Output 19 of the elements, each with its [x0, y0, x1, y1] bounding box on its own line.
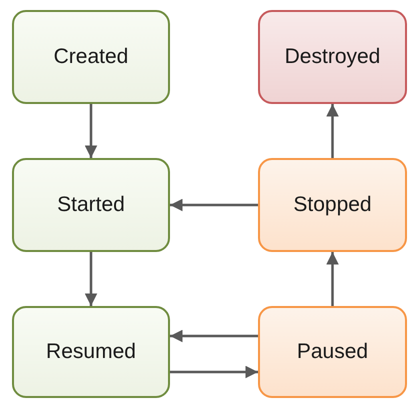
- state-label: Destroyed: [284, 44, 380, 70]
- state-box: [258, 158, 407, 252]
- arrow: [170, 330, 258, 342]
- state-box: [258, 10, 407, 104]
- arrow: [84, 104, 98, 158]
- state-label: Stopped: [293, 192, 372, 218]
- arrow: [170, 198, 258, 212]
- arrow: [326, 104, 339, 158]
- state-box: [258, 306, 407, 398]
- arrow: [326, 252, 339, 306]
- state-box: [12, 158, 170, 252]
- state-label: Created: [54, 44, 128, 70]
- state-label: Started: [57, 192, 125, 218]
- state-box: [12, 10, 170, 104]
- state-box: [12, 306, 170, 398]
- arrow: [84, 252, 98, 306]
- state-label: Resumed: [46, 339, 136, 366]
- state-label: Paused: [296, 339, 368, 366]
- arrow: [170, 366, 258, 378]
